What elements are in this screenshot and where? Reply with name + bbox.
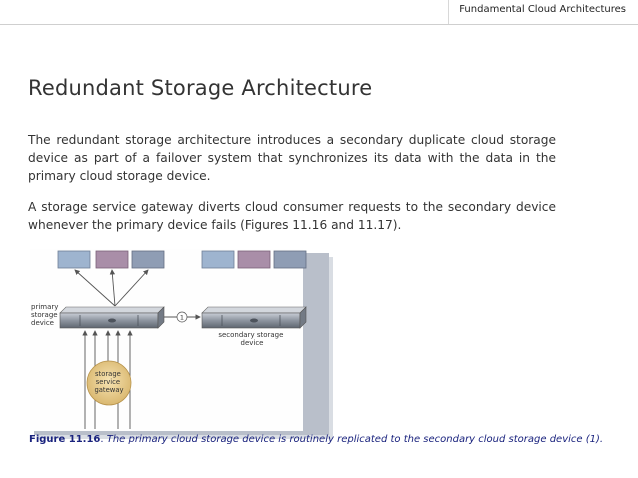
storage-service-gateway: [86, 360, 132, 406]
consumer-box-purple: [95, 250, 129, 269]
secondary-label-line1: secondary storage: [218, 331, 283, 339]
primary-label-line1: primary: [31, 303, 58, 311]
caption-label: Figure 11.16: [29, 434, 101, 445]
secondary-storage-device: [201, 306, 307, 329]
consumer-box-gray: [131, 250, 165, 269]
paragraph-2: A storage service gateway diverts cloud …: [28, 200, 556, 232]
section-label: Fundamental Cloud Architectures: [459, 4, 626, 15]
consumer-box-purple-right: [237, 250, 271, 269]
gateway-label-line3: gateway: [94, 386, 123, 394]
replication-marker: [176, 311, 188, 323]
gateway-label-line2: service: [96, 378, 120, 386]
secondary-label-line2: device: [241, 339, 264, 347]
redundant-storage-diagram: 1 primary storage device secondary stora…: [31, 250, 307, 429]
arrow-to-blue: [74, 269, 116, 307]
consumer-box-blue-right: [201, 250, 235, 269]
gateway-label: storage service gateway: [94, 370, 123, 394]
slide-title: Redundant Storage Architecture: [28, 76, 373, 101]
caption-separator: .: [100, 434, 107, 445]
figure-caption: Figure 11.16. The primary cloud storage …: [29, 434, 603, 445]
primary-label-line2: storage: [31, 311, 58, 319]
arrow-to-purple: [109, 269, 116, 307]
consumer-box-blue: [57, 250, 91, 269]
header-rule: [0, 24, 638, 25]
consumer-box-gray-right: [273, 250, 307, 269]
primary-label: primary storage device: [31, 303, 61, 327]
arrow-to-gray: [114, 269, 149, 307]
caption-text: The primary cloud storage device is rout…: [106, 434, 604, 445]
header-divider: [448, 0, 449, 24]
secondary-label: secondary storage device: [218, 331, 285, 347]
paragraph-1: The redundant storage architecture intro…: [28, 133, 556, 183]
replication-marker-label: 1: [180, 314, 184, 322]
gateway-label-line1: storage: [95, 370, 121, 378]
primary-label-line3: device: [31, 319, 54, 327]
primary-storage-device: [59, 306, 165, 329]
figure-frame: [30, 249, 333, 439]
